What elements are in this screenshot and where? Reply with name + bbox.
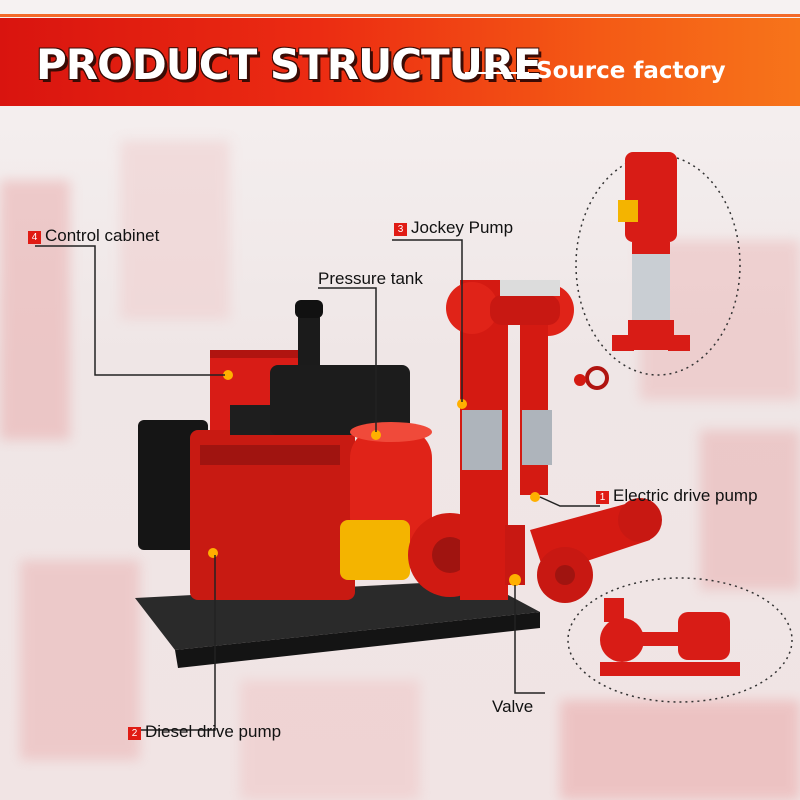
- leader-pressure-tank: [318, 287, 377, 432]
- electric-pump-motor: [678, 612, 730, 660]
- leader-valve: [514, 585, 545, 694]
- leader-diesel-pump: [130, 555, 216, 731]
- label-text: Valve: [492, 697, 534, 716]
- fuel-tank: [270, 365, 410, 435]
- leader-electric-pump: [539, 496, 600, 507]
- electric-pump-outlet: [618, 498, 662, 542]
- leader-jockey-pump: [392, 239, 463, 402]
- page-subtitle: Source factory: [536, 58, 726, 84]
- electric-pump-volute: [600, 618, 644, 662]
- page-title: PRODUCT STRUCTURE: [36, 40, 542, 89]
- banner-top-stripe: [0, 14, 800, 17]
- jockey-pump-inset-outline: [575, 154, 741, 376]
- label-electric-drive-pump: 1 Electric drive pump: [596, 486, 758, 506]
- electric-pump-base: [600, 662, 740, 676]
- label-jockey-pump: 3 Jockey Pump: [394, 218, 513, 238]
- label-diesel-drive-pump: 2 Diesel drive pump: [128, 722, 281, 742]
- label-text: Jockey Pump: [411, 218, 514, 237]
- label-text: Pressure tank: [318, 269, 423, 288]
- label-control-cabinet: 4 Control cabinet: [28, 226, 159, 246]
- electric-pump-inset-outline: [567, 577, 793, 703]
- banner-divider: [465, 72, 529, 74]
- label-number-badge: 3: [394, 223, 407, 236]
- label-number-badge: 2: [128, 727, 141, 740]
- jockey-pump-flange: [446, 282, 498, 334]
- coupling-guard: [340, 520, 410, 580]
- diesel-engine: [190, 430, 355, 600]
- label-number-badge: 1: [596, 491, 609, 504]
- label-text: Electric drive pump: [613, 486, 758, 505]
- header-banner: [0, 18, 800, 106]
- label-text: Diesel drive pump: [145, 722, 282, 741]
- valve-handwheel: [585, 366, 609, 390]
- pressure-tank-body: [350, 428, 432, 548]
- label-valve: Valve: [492, 697, 533, 717]
- label-number-badge: 4: [28, 231, 41, 244]
- vertical-pump-motor: [625, 152, 677, 242]
- label-pressure-tank: Pressure tank: [318, 269, 423, 289]
- vertical-pump-stages: [632, 242, 670, 322]
- leader-control-cabinet: [35, 245, 225, 376]
- label-text: Control cabinet: [45, 226, 160, 245]
